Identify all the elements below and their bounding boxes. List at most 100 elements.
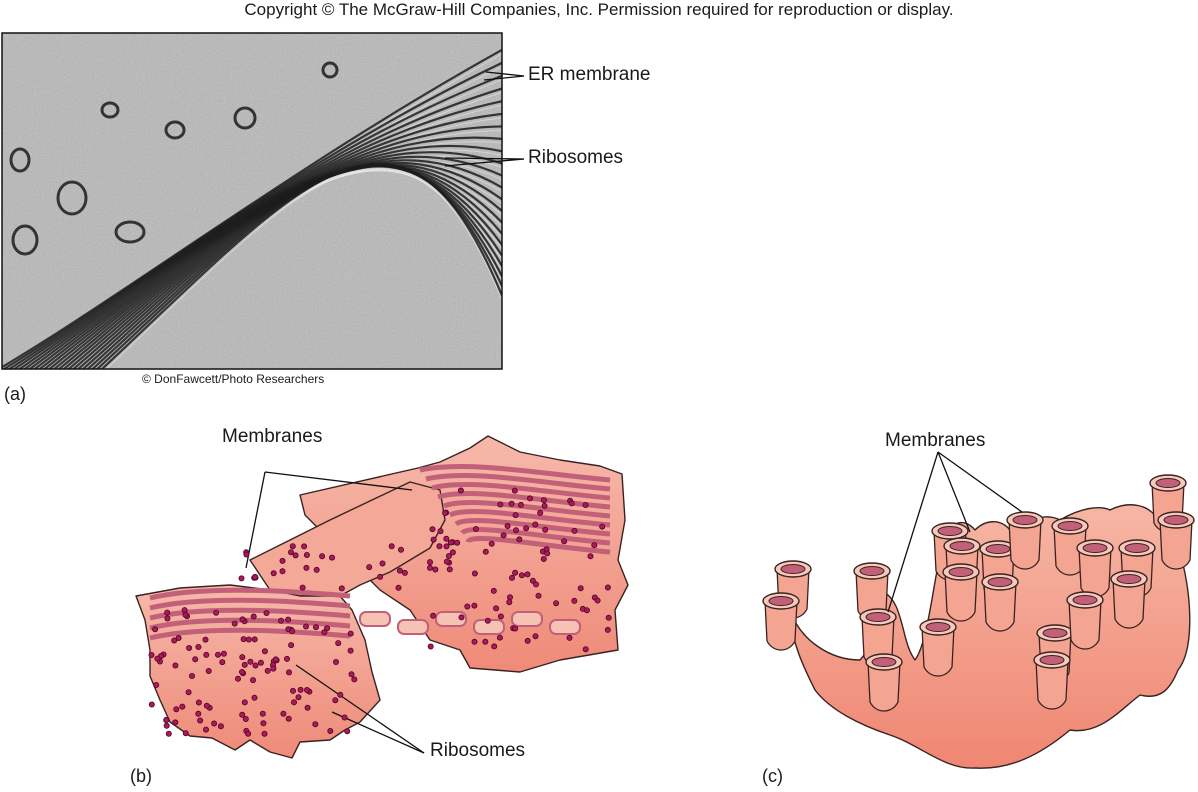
- er-membrane-line: [2, 48, 502, 369]
- ribosome-dot: [449, 549, 456, 556]
- cisterna-front: [149, 587, 351, 601]
- ribosome-dot: [257, 659, 264, 666]
- ribosome-dot: [165, 730, 172, 737]
- ribosome-dot: [182, 730, 189, 737]
- pointer-lines-c-membranes: [887, 451, 1023, 613]
- ribosome-dot: [341, 714, 348, 721]
- ribosome-dot: [234, 675, 241, 682]
- cisterna-back: [425, 473, 611, 492]
- tubule-opening: [1124, 543, 1150, 553]
- ribosome-dot: [285, 669, 292, 676]
- ribosome-dot: [181, 607, 188, 614]
- ribosome-dot: [540, 497, 547, 504]
- ribosome-dot: [264, 667, 271, 674]
- smooth-er-illustration: [762, 451, 1195, 769]
- ribosome-dot: [324, 625, 331, 632]
- ribosome-dot: [289, 687, 296, 694]
- ribosome-dot: [436, 543, 443, 550]
- ribosome-dot: [250, 613, 257, 620]
- ribosome-dot: [297, 686, 304, 693]
- tubule-opening: [948, 567, 974, 577]
- tubule-body: [764, 600, 798, 651]
- ribosome-dot: [571, 527, 578, 534]
- ribosome-dot: [512, 512, 519, 519]
- ribosome-dot: [203, 651, 210, 658]
- ribosome-dot: [277, 617, 284, 624]
- ribosome-dot: [395, 584, 402, 591]
- er-membrane-stripes: [2, 48, 502, 369]
- tubule-opening: [768, 596, 794, 606]
- ribosome-dot: [493, 605, 500, 612]
- ribosome-dot: [506, 594, 513, 601]
- ribosome-dot: [285, 715, 292, 722]
- cisterna-back: [431, 482, 611, 501]
- ribosome-dot: [379, 560, 386, 567]
- ribosome-dot: [497, 501, 504, 508]
- ribosome-dot: [195, 699, 202, 706]
- ribosome-dot: [261, 648, 268, 655]
- ribosome-dot: [535, 592, 542, 599]
- tubule-body: [1159, 519, 1193, 570]
- ribosome-dot: [511, 487, 518, 494]
- ribosome-dot: [401, 569, 408, 576]
- ribosome-dot: [582, 646, 589, 653]
- ribosome-dot: [500, 532, 507, 539]
- ribosome-dot: [292, 552, 299, 559]
- ribosome-dot: [313, 566, 320, 573]
- ribosome-dot: [172, 662, 179, 669]
- ribosome-dot: [321, 629, 328, 636]
- tubule-opening: [1163, 515, 1189, 525]
- ribosome-dot: [263, 610, 270, 617]
- ribosome-dot: [335, 640, 342, 647]
- ribosome-dot: [482, 638, 489, 645]
- ribosome-dot: [164, 615, 171, 622]
- ribosome-dot: [172, 719, 179, 726]
- tubule-body: [1112, 578, 1146, 629]
- cisterna-fold: [359, 611, 391, 627]
- ribosome-dot: [561, 538, 568, 545]
- ribosome-dot: [242, 716, 249, 723]
- cisterna-back: [465, 536, 611, 555]
- ribosome-dot: [251, 636, 258, 643]
- ribosome-dot: [154, 655, 161, 662]
- ribosome-dot: [524, 571, 531, 578]
- ribosome-dot: [241, 699, 248, 706]
- ribosome-dot: [245, 730, 252, 737]
- ribosome-dot: [272, 656, 279, 663]
- tubule-opening: [1072, 595, 1098, 605]
- ribosome-dot: [518, 572, 525, 579]
- ribosome-dot: [295, 694, 302, 701]
- ribosome-dot: [591, 542, 598, 549]
- ribosome-dot: [446, 566, 453, 573]
- ribosome-dot: [245, 636, 252, 643]
- ribosome-dot: [430, 536, 437, 543]
- ribosome-dot: [241, 661, 248, 668]
- cisterna-back: [460, 527, 611, 546]
- tubule-body: [867, 661, 901, 712]
- ribosome-dot: [347, 647, 354, 654]
- ribosome-dot: [332, 659, 339, 666]
- ribosome-dot: [319, 553, 326, 560]
- ribosome-dot: [312, 624, 319, 631]
- ribosome-dot: [541, 502, 548, 509]
- smooth-er-tubules: [762, 474, 1195, 712]
- ribosome-dot: [604, 626, 611, 633]
- ribosome-dot: [577, 585, 584, 592]
- ribosome-dot: [445, 553, 452, 560]
- tubule-opening: [1155, 478, 1181, 488]
- cisterna-back: [448, 509, 611, 528]
- ribosome-dot: [437, 528, 444, 535]
- ribosome-dot: [512, 625, 519, 632]
- ribosome-dot: [270, 665, 277, 672]
- ribosome-dot: [289, 628, 296, 635]
- ribosome-dot: [239, 711, 246, 718]
- ribosome-dot: [458, 614, 465, 621]
- ribosome-dot: [303, 552, 310, 559]
- rough-er-illustration: [135, 435, 629, 759]
- panel-label-a: (a): [4, 384, 26, 404]
- ribosome-dot: [506, 599, 513, 606]
- ribosome-dot: [472, 526, 479, 533]
- ribosome-dot: [337, 691, 344, 698]
- ribosome-dot: [471, 638, 478, 645]
- pointer-lines-b-ribosomes: [295, 664, 425, 754]
